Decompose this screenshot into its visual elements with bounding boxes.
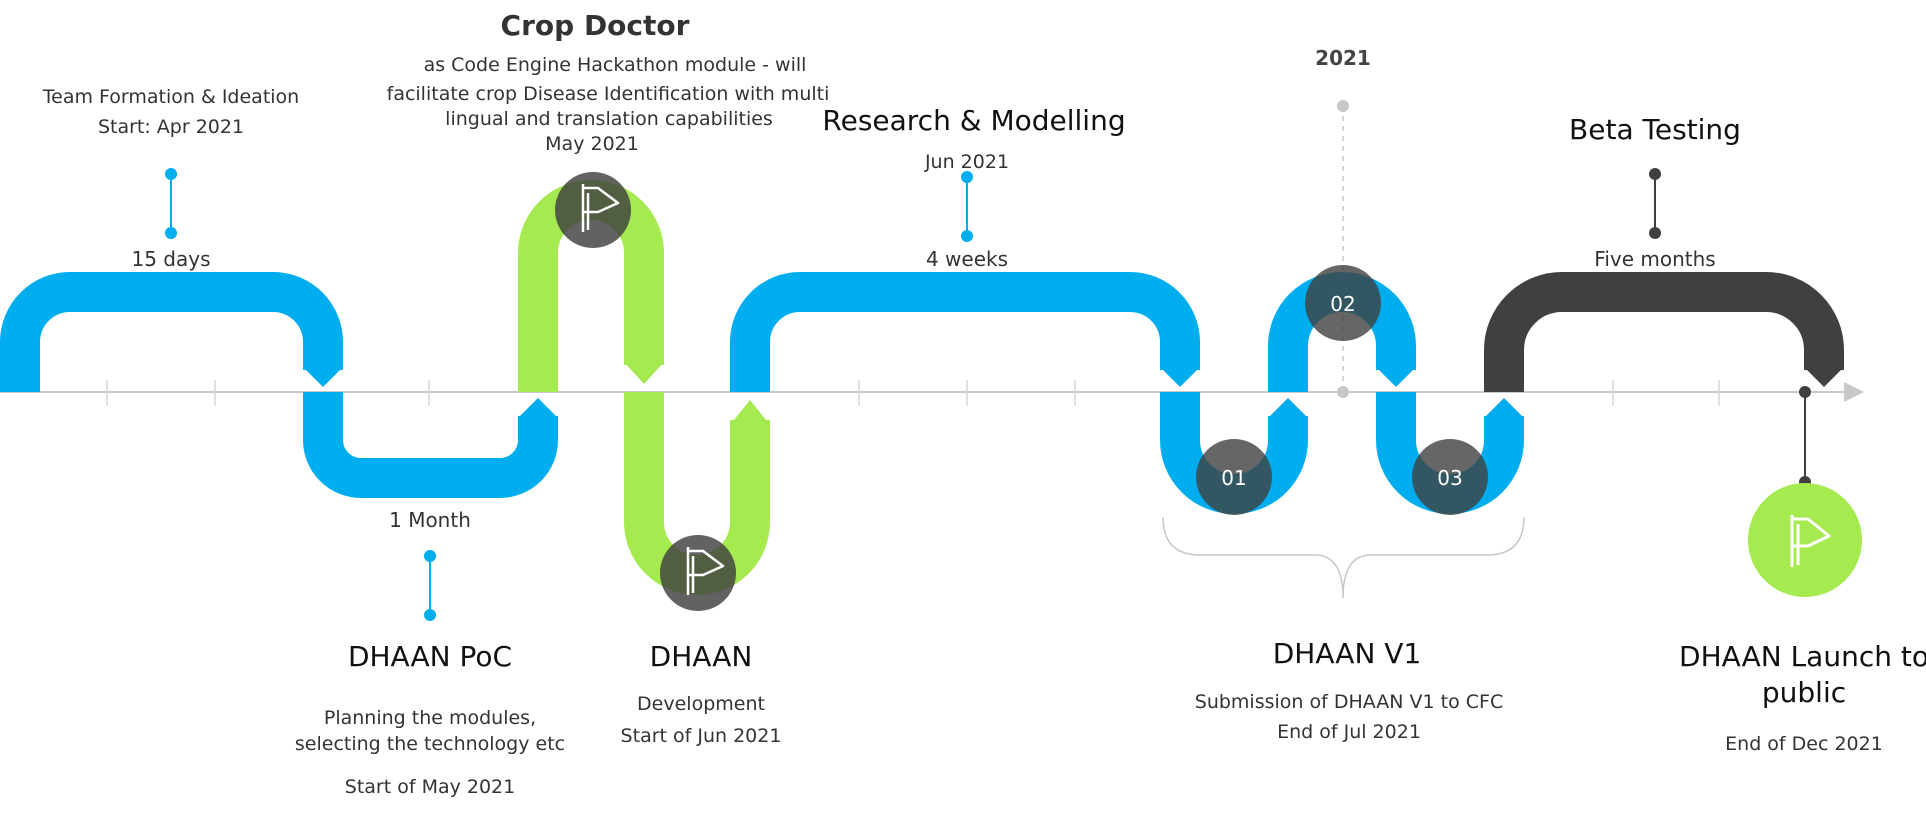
path-arrow-up bbox=[1484, 398, 1524, 418]
launch-title-line2: public bbox=[1761, 676, 1847, 709]
v1-date: End of Jul 2021 bbox=[1277, 721, 1421, 743]
poc-desc-line1: Planning the modules, bbox=[323, 707, 537, 729]
launch-title-line1: DHAAN Launch to bbox=[1679, 640, 1926, 673]
pin-poc bbox=[424, 550, 436, 621]
crop-doctor-desc-line1: as Code Engine Hackathon module - will bbox=[423, 54, 807, 76]
path-segment-poc bbox=[303, 392, 558, 498]
crop-doctor-desc-line3: lingual and translation capabilities bbox=[445, 108, 773, 130]
iteration-label: 03 bbox=[1437, 466, 1462, 490]
beta-testing-title: Beta Testing bbox=[1569, 113, 1741, 146]
path-segment-research bbox=[730, 272, 1200, 392]
crop-doctor-title: Crop Doctor bbox=[500, 9, 690, 42]
path-arrow-down bbox=[1804, 367, 1844, 387]
launch-flag-marker bbox=[1748, 483, 1862, 597]
path-arrow-up bbox=[730, 400, 770, 425]
poc-desc-line2: selecting the technology etc bbox=[294, 733, 566, 755]
research-duration: 4 weeks bbox=[925, 247, 1009, 271]
pin-research bbox=[961, 171, 973, 242]
poc-duration: 1 Month bbox=[389, 508, 471, 532]
path-arrow-down bbox=[303, 367, 343, 387]
pin-beta-testing bbox=[1649, 168, 1661, 239]
iteration-marker-03: 03 bbox=[1412, 439, 1488, 515]
dhaan-dev-date: Start of Jun 2021 bbox=[620, 725, 782, 747]
pin-team-formation bbox=[165, 168, 177, 239]
crop-doctor-date: May 2021 bbox=[545, 133, 639, 155]
path-arrow-up bbox=[518, 398, 558, 418]
flag-icon bbox=[686, 547, 725, 595]
crop-doctor-desc-line2: facilitate crop Disease Identification w… bbox=[386, 83, 830, 105]
poc-title: DHAAN PoC bbox=[347, 640, 513, 673]
path-arrow-down bbox=[1160, 367, 1200, 387]
team-formation-title: Team Formation & Ideation bbox=[42, 86, 300, 108]
path-arrow-down bbox=[1376, 367, 1416, 387]
pin-launch bbox=[1799, 386, 1811, 488]
v1-title: DHAAN V1 bbox=[1272, 637, 1422, 670]
beta-testing-duration: Five months bbox=[1594, 247, 1716, 271]
v1-desc: Submission of DHAAN V1 to CFC bbox=[1194, 691, 1504, 713]
iteration-label: 02 bbox=[1330, 292, 1355, 316]
launch-date: End of Dec 2021 bbox=[1725, 733, 1883, 755]
year-marker-dot-axis bbox=[1337, 386, 1349, 398]
dhaan-dev-title: DHAAN bbox=[649, 640, 753, 673]
year-marker-dot-top bbox=[1337, 100, 1349, 112]
dhaan-dev-desc: Development bbox=[637, 693, 765, 715]
team-formation-duration: 15 days bbox=[131, 247, 211, 271]
flag-icon bbox=[581, 184, 620, 232]
team-formation-date: Start: Apr 2021 bbox=[97, 116, 245, 138]
path-arrow-down bbox=[624, 362, 664, 384]
flag-marker-crop-doctor bbox=[555, 172, 631, 248]
path-segment-team-formation bbox=[0, 272, 343, 392]
axis-ticks bbox=[106, 380, 1720, 406]
year-marker-label: 2021 bbox=[1315, 46, 1371, 70]
research-date: Jun 2021 bbox=[924, 151, 1010, 173]
iteration-label: 01 bbox=[1221, 466, 1246, 490]
iterations-brace bbox=[1162, 516, 1525, 599]
path-segment-beta-testing bbox=[1484, 272, 1844, 392]
path-arrow-up bbox=[1268, 398, 1308, 418]
iteration-marker-01: 01 bbox=[1196, 439, 1272, 515]
poc-date: Start of May 2021 bbox=[344, 776, 516, 798]
flag-marker-dhaan bbox=[660, 535, 736, 611]
flag-icon bbox=[1790, 515, 1831, 567]
iteration-marker-02: 02 bbox=[1305, 265, 1381, 341]
research-title: Research & Modelling bbox=[822, 104, 1126, 137]
